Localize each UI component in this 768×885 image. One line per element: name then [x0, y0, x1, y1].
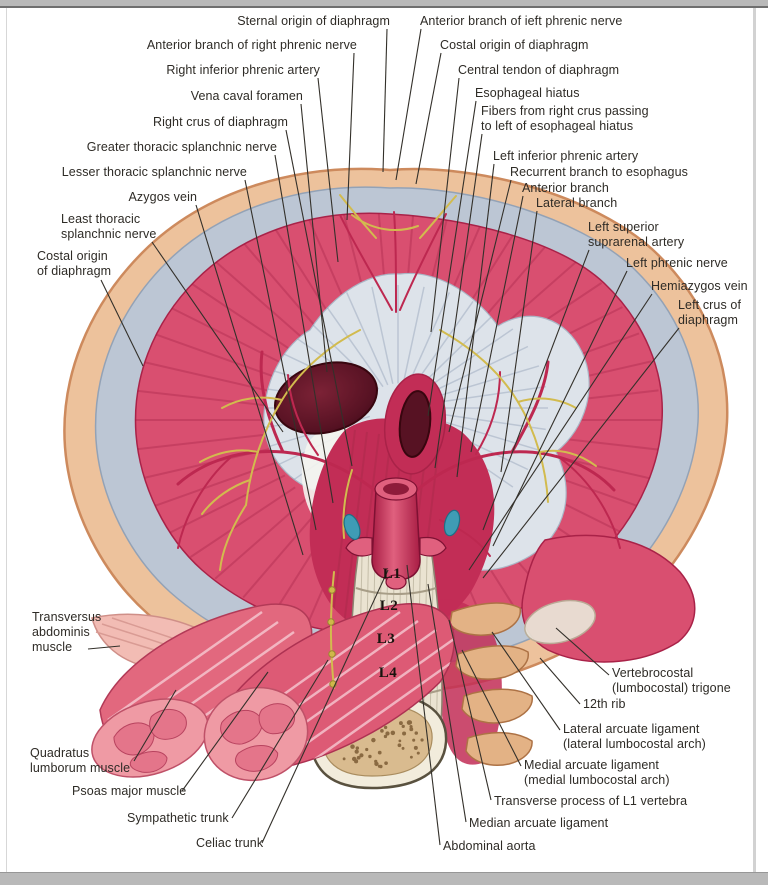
label-transverse-process-of-l1-vertebra: Transverse process of L1 vertebra [494, 794, 688, 808]
label-right-crus-of-diaphragm: Right crus of diaphragm [152, 115, 288, 129]
leader-lines [87, 28, 680, 846]
label-costal-origin-of-diaphragm-left: Costal origin of diaphragm [37, 249, 112, 278]
label-sympathetic-trunk: Sympathetic trunk [127, 811, 229, 825]
label-recurrent-branch-to-esophagus: Recurrent branch to esophagus [510, 165, 689, 179]
label-sternal-origin-of-diaphragm: Sternal origin of diaphragm [237, 14, 390, 28]
label-anterior-branch-of-right-phrenic-nerve: Anterior branch of right phrenic nerve [146, 38, 357, 52]
label-lesser-thoracic-splanchnic-nerve: Lesser thoracic splanchnic nerve [61, 165, 247, 179]
label-abdominal-aorta: Abdominal aorta [443, 839, 536, 853]
label-left-inferior-phrenic-artery: Left inferior phrenic artery [493, 149, 639, 163]
label-medial-arcuate-ligament: Medial arcuate ligament (medial lumbocos… [524, 758, 670, 787]
cut-vein-stub-right [343, 513, 361, 541]
label-least-thoracic-splanchnic-nerve: Least thoracic splanchnic nerve [61, 212, 157, 241]
label-greater-thoracic-splanchnic-nerve: Greater thoracic splanchnic nerve [86, 140, 277, 154]
plate-frame-right [753, 8, 756, 872]
label-hemiazygos-vein: Hemiazygos vein [651, 279, 748, 293]
label-anterior-branch: Anterior branch [522, 181, 609, 195]
vertebrocostal-trigone-shape [524, 599, 596, 645]
label-vertebrocostal-lumbocostal-trigone: Vertebrocostal (lumbocostal) trigone [612, 666, 731, 695]
label-left-superior-suprarenal-artery: Left superior suprarenal artery [588, 220, 685, 249]
plate-frame-bottom [0, 872, 768, 885]
label-anterior-branch-of-left-phrenic-nerve: Anterior branch of ieft phrenic nerve [420, 14, 623, 28]
plate-frame-top [0, 0, 768, 8]
label-lateral-branch: Lateral branch [536, 196, 618, 210]
label-left-phrenic-nerve: Left phrenic nerve [626, 256, 728, 270]
label-central-tendon-of-diaphragm: Central tendon of diaphragm [458, 63, 620, 77]
label-esophageal-hiatus: Esophageal hiatus [475, 86, 580, 100]
label-lateral-arcuate-ligament: Lateral arcuate ligament (lateral lumboc… [563, 722, 706, 751]
label-vena-caval-foramen: Vena caval foramen [190, 89, 303, 103]
plate-frame-left [6, 8, 7, 872]
aorta-shape [345, 477, 447, 590]
phrenic-and-splanchnic-nerves [199, 194, 597, 689]
vertebra-label-l2: L2 [379, 598, 399, 614]
vertebra-label-l4: L4 [378, 665, 398, 681]
label-azygos-vein: Azygos vein [128, 190, 197, 204]
label-twelfth-rib: 12th rib [583, 697, 626, 711]
label-celiac-trunk: Celiac trunk [196, 836, 264, 850]
label-fibers-from-right-crus-passing: Fibers from right crus passing to left o… [481, 104, 649, 133]
label-quadratus-lumborum-muscle: Quadratus lumborum muscle [30, 746, 131, 775]
label-left-crus-of-diaphragm: Left crus of diaphragm [678, 298, 742, 327]
cut-vein-stub-left [443, 509, 461, 537]
label-costal-origin-of-diaphragm-right: Costal origin of diaphragm [440, 38, 589, 52]
phrenic-arteries [176, 211, 621, 557]
label-psoas-major-muscle: Psoas major muscle [72, 784, 187, 798]
label-transversus-abdominis-muscle: Transversus abdominis muscle [32, 610, 102, 654]
label-right-inferior-phrenic-artery: Right inferior phrenic artery [166, 63, 320, 77]
vertebra-label-l3: L3 [376, 631, 396, 647]
vertebra-label-l1: L1 [382, 566, 402, 582]
celiac-trunk-stub [385, 574, 407, 590]
label-median-arcuate-ligament: Median arcuate ligament [469, 816, 609, 830]
